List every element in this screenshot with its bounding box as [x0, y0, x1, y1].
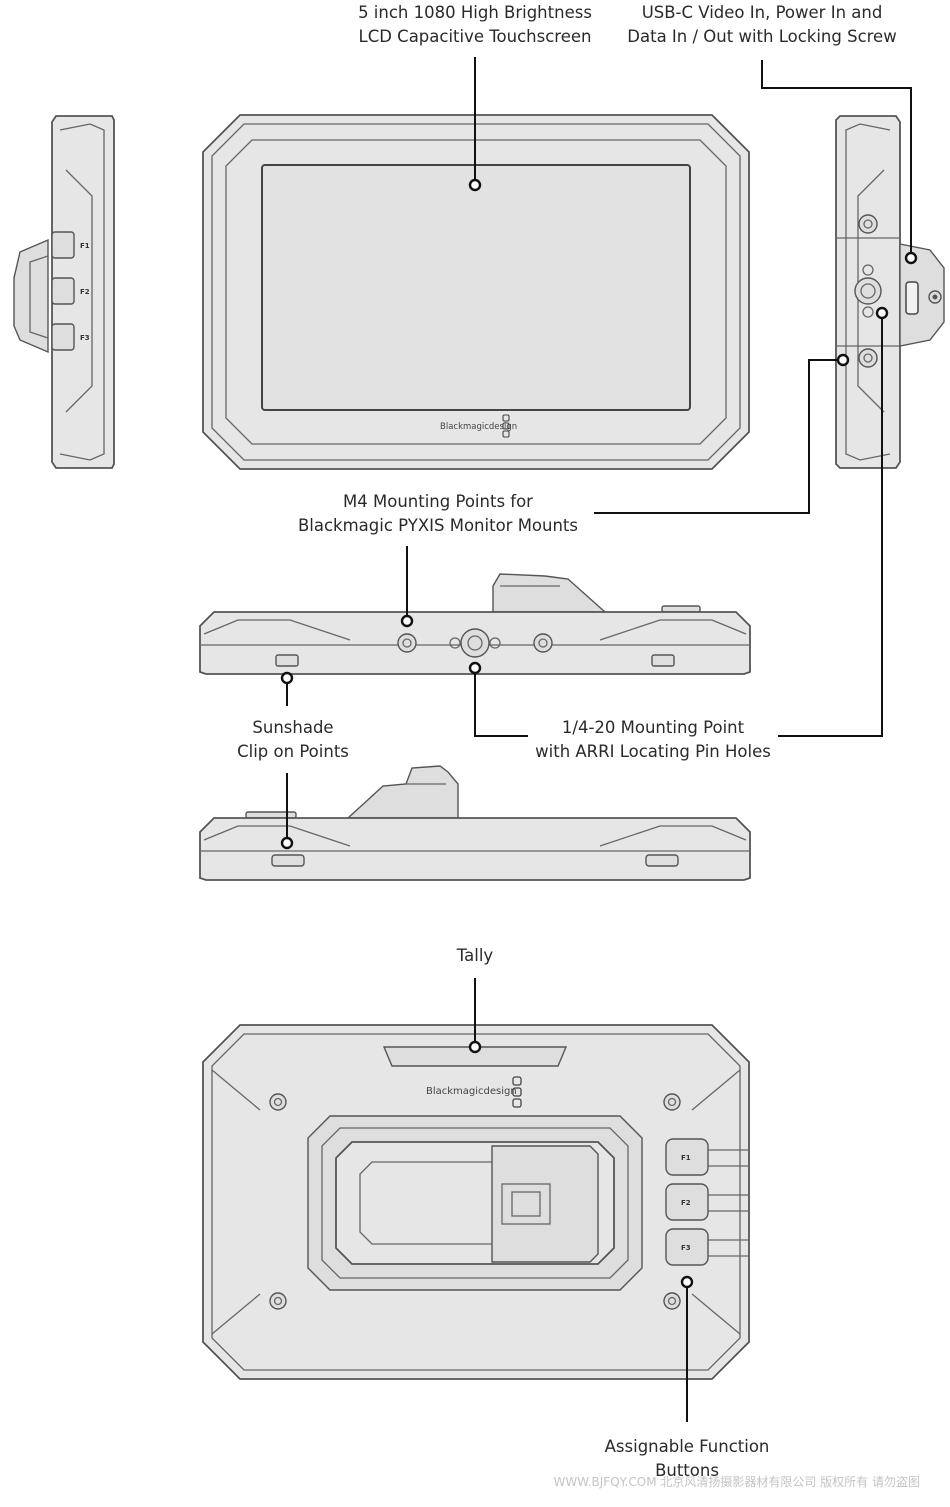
m4-hole-left — [397, 633, 417, 653]
callout-dot-mount-side — [875, 306, 889, 320]
callout-dots — [280, 178, 918, 1289]
rear-logo-text: Blackmagicdesign — [426, 1086, 517, 1097]
callout-dot-touchscreen — [468, 178, 482, 192]
svg-text:F3: F3 — [80, 334, 90, 342]
front-logo-icon — [502, 414, 510, 438]
m4-mounting-label: M4 Mounting Points for Blackmagic PYXIS … — [297, 492, 579, 535]
function-buttons: F1 F2 F3 — [665, 1138, 750, 1266]
usbc-port-housing — [899, 243, 945, 347]
side-button-f1[interactable] — [51, 231, 75, 259]
quarter-twenty-hole — [460, 628, 490, 658]
side-button-f3[interactable] — [51, 323, 75, 351]
usbc-label: USB-C Video In, Power In and Data In / O… — [627, 3, 897, 46]
callout-dot-m4-top — [400, 614, 414, 628]
callout-dot-usbc — [904, 251, 918, 265]
rear-screws — [269, 1093, 681, 1310]
sunshade-label: Sunshade Clip on Points — [237, 718, 349, 761]
sunshade-clip-bottom-left — [271, 854, 305, 867]
mounting-point-label: 1/4-20 Mounting Point with ARRI Locating… — [535, 718, 771, 761]
svg-text:F2: F2 — [80, 288, 90, 296]
rear-view: Blackmagicdesign F1 F2 F3 — [202, 1024, 750, 1380]
callout-lines — [286, 57, 912, 1422]
left-side-buttons: F1 F2 F3 — [51, 231, 90, 351]
m4-hole-right — [533, 633, 553, 653]
top-view — [199, 573, 751, 675]
rear-logo-icon — [512, 1076, 522, 1108]
right-m4-hole-bottom — [858, 348, 878, 368]
function-button-f2[interactable] — [665, 1183, 709, 1221]
touchscreen-label: 5 inch 1080 High Brightness LCD Capaciti… — [358, 3, 592, 46]
svg-text:F1: F1 — [681, 1154, 691, 1162]
sunshade-clip-bottom-right — [645, 854, 679, 867]
function-button-f3[interactable] — [665, 1228, 709, 1266]
callout-dot-function-buttons — [680, 1275, 694, 1289]
callout-dot-sunshade-top — [280, 671, 294, 685]
svg-text:F1: F1 — [80, 242, 90, 250]
callout-dot-sunshade-bottom — [280, 836, 294, 850]
callout-dot-mount-top — [468, 661, 482, 675]
side-button-f2[interactable] — [51, 277, 75, 305]
svg-text:F3: F3 — [681, 1244, 691, 1252]
callout-dot-m4-side — [836, 353, 850, 367]
right-mount-hole — [854, 277, 882, 305]
sunshade-clip-top-left — [275, 654, 299, 667]
watermark: WWW.BJFQY.COM 北京风清扬摄影器材有限公司 版权所有 请勿盗图 — [553, 1475, 921, 1489]
svg-text:F2: F2 — [681, 1199, 691, 1207]
front-logo-text: Blackmagicdesign — [440, 422, 517, 432]
function-buttons-label: Assignable Function Buttons — [604, 1437, 770, 1480]
sunshade-clip-top-right — [651, 654, 675, 667]
right-side-view — [835, 115, 945, 469]
tally-light — [382, 1046, 568, 1067]
callout-dot-tally — [468, 1040, 482, 1054]
left-side-view: F1 F2 F3 — [13, 115, 115, 469]
tally-label: Tally — [456, 946, 494, 965]
usbc-port[interactable] — [905, 281, 919, 315]
right-m4-hole-top — [858, 214, 878, 234]
touchscreen — [261, 164, 691, 411]
bottom-view — [199, 765, 751, 881]
front-view: Blackmagicdesign — [202, 114, 750, 470]
function-button-f1[interactable] — [665, 1138, 709, 1176]
